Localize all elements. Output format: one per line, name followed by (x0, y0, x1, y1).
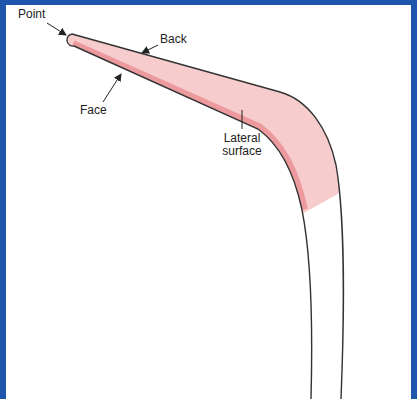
leader-line (103, 74, 121, 102)
background-panel (6, 5, 411, 399)
part-label: Point (18, 8, 45, 21)
part-label: Face (80, 104, 107, 117)
part-label: Back (160, 33, 187, 46)
part-label: Lateral surface (216, 132, 268, 158)
leader-line (142, 45, 158, 53)
leader-line (242, 110, 243, 129)
leader-line (47, 23, 66, 35)
